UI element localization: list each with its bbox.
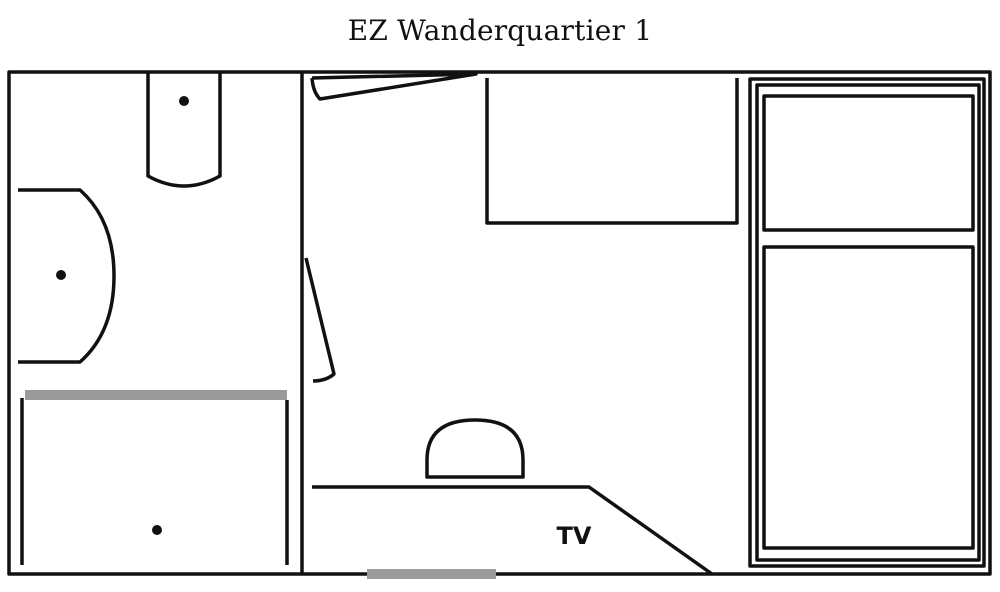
toilet bbox=[146, 72, 222, 188]
tv-sideboard bbox=[312, 485, 714, 576]
outer-wall bbox=[7, 70, 992, 576]
washbasin-drain-marker bbox=[56, 270, 66, 280]
bed-frame-inner bbox=[755, 83, 981, 562]
chair bbox=[425, 418, 525, 479]
bathroom-door bbox=[304, 257, 336, 383]
toilet-drain-marker bbox=[179, 96, 189, 106]
bed-mattress bbox=[762, 245, 975, 550]
desk bbox=[485, 78, 739, 225]
bed-frame-outer bbox=[748, 77, 986, 568]
entrance-door bbox=[310, 72, 478, 101]
plan-title: EZ Wanderquartier 1 bbox=[347, 14, 653, 47]
tv-label: TV bbox=[557, 522, 592, 550]
bed-pillow bbox=[762, 94, 975, 232]
shower-enclosure bbox=[20, 398, 289, 565]
shower-drain-marker bbox=[152, 525, 162, 535]
washbasin bbox=[18, 188, 116, 364]
